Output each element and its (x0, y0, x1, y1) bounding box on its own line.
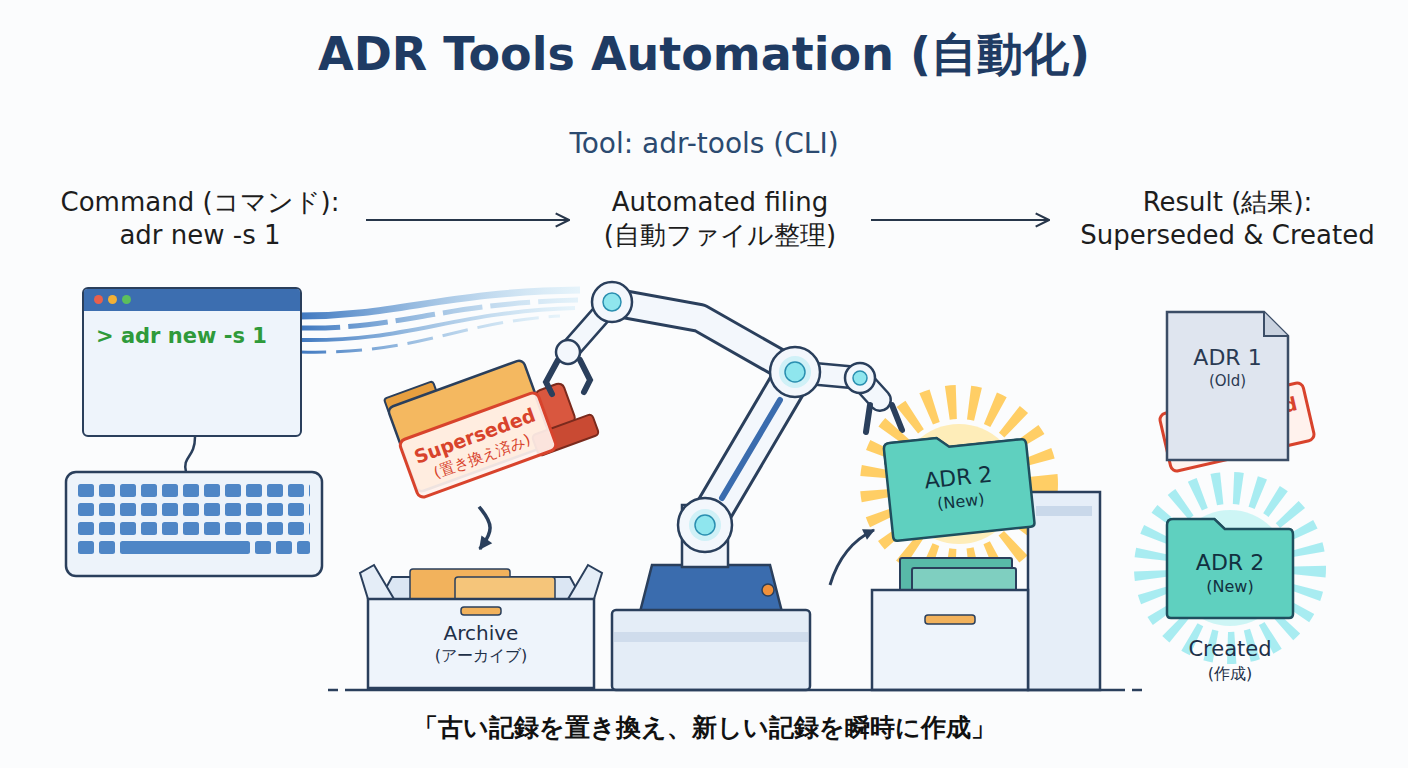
keyboard (255, 541, 271, 554)
filing-arrow (830, 530, 874, 585)
node-heading: Command (コマンド): (40, 186, 360, 219)
archive-box: Archive(アーカイブ) (360, 555, 602, 690)
gripper (580, 360, 590, 392)
highlight-burst (1150, 488, 1310, 648)
node-heading: > adr new -s 1 (96, 323, 300, 349)
node-subtext: Superseded & Created (1055, 219, 1400, 252)
node-subtext: (自動ファイル整理) (575, 219, 865, 252)
robot-base (640, 565, 782, 612)
keyboard (297, 541, 310, 554)
stage-header: Command (コマンド):adr new -s 1 (40, 186, 360, 254)
folder-body (883, 429, 1034, 541)
flow-arrow (366, 219, 569, 221)
node-heading: ADR 1 (1165, 344, 1290, 372)
robot-base (612, 610, 810, 690)
robot-joint (678, 498, 732, 552)
filing-cabinet (1036, 506, 1092, 516)
robot-joint (845, 363, 875, 393)
filing-cabinet (1028, 492, 1100, 690)
adr-folder: ADR 2(New) (1165, 515, 1295, 620)
diagram-title: ADR Tools Automation (自動化) (318, 26, 1090, 84)
robot-base (614, 632, 808, 642)
data-stream (300, 316, 560, 352)
robot-joint (853, 371, 867, 385)
node-heading: Archive (360, 621, 602, 646)
filing-arrow (830, 530, 874, 585)
keyboard (78, 541, 94, 554)
diagram-caption: 「古い記録を置き換え、新しい記録を瞬時に作成」 (413, 712, 996, 743)
node-subtext: (New) (1165, 577, 1295, 597)
keyboard (276, 541, 292, 554)
flow-arrow (871, 219, 1049, 221)
robot-joint (556, 340, 580, 364)
robot-base (762, 584, 774, 596)
filing-cabinet (872, 590, 1028, 690)
node-subtext: (Old) (1165, 372, 1290, 391)
robot-arm (612, 302, 795, 372)
robot-base (612, 505, 810, 690)
robot-joint (785, 362, 805, 382)
highlight-burst (877, 402, 1041, 566)
window-dot (94, 295, 103, 304)
node-subtext: (アーカイブ) (360, 646, 602, 666)
window-dot (108, 295, 117, 304)
filing-cabinet (925, 615, 975, 624)
document-fold (1264, 312, 1288, 336)
data-stream (300, 290, 585, 352)
status-label: (作成) (1208, 664, 1252, 684)
window-bar (84, 289, 300, 311)
box-flap (360, 565, 394, 599)
stage-header: Automated filing(自動ファイル整理) (575, 186, 865, 254)
robot-joint (603, 293, 621, 311)
robot-joint (770, 347, 820, 397)
ground-line (1132, 689, 1142, 692)
gripper (866, 405, 870, 432)
robot-joint (689, 509, 721, 541)
adr-document: Superseded(置き換え済み)ADR 1(Old) (1165, 310, 1290, 462)
node-heading: Automated filing (575, 186, 865, 219)
status-label: Created (1188, 636, 1271, 662)
node-heading: ADR 2 (1165, 549, 1295, 577)
keyboard (120, 541, 250, 554)
stage-header: Result (結果):Superseded & Created (1055, 186, 1400, 254)
keyboard (99, 541, 115, 554)
robot-joint (592, 282, 632, 322)
keyboard (185, 437, 195, 472)
adr-folder: ADR 2(New) (881, 425, 1037, 544)
gripper (546, 360, 558, 394)
node-heading: Result (結果): (1055, 186, 1400, 219)
robot-joint (695, 515, 715, 535)
robot-arm (722, 400, 780, 498)
data-stream (300, 290, 580, 316)
keyboard (78, 484, 310, 541)
keyboard (66, 472, 322, 576)
node-subtext: adr new -s 1 (40, 219, 360, 252)
robot-joint (779, 356, 811, 388)
terminal-window: > adr new -s 1 (82, 287, 302, 437)
robot-arm (612, 302, 795, 372)
tool-subtitle: Tool: adr-tools (CLI) (569, 126, 838, 161)
connector-group (366, 220, 1049, 549)
gripper (546, 360, 902, 432)
box-handle (461, 607, 501, 615)
robot-arm (568, 302, 880, 525)
window-dot (122, 295, 131, 304)
ground-line (328, 689, 338, 692)
ground-line (328, 690, 1142, 691)
robot-joint (556, 282, 875, 552)
flow-arrow (479, 507, 490, 549)
keyboard (66, 437, 322, 576)
data-stream (300, 308, 575, 340)
box-flap (568, 565, 602, 599)
